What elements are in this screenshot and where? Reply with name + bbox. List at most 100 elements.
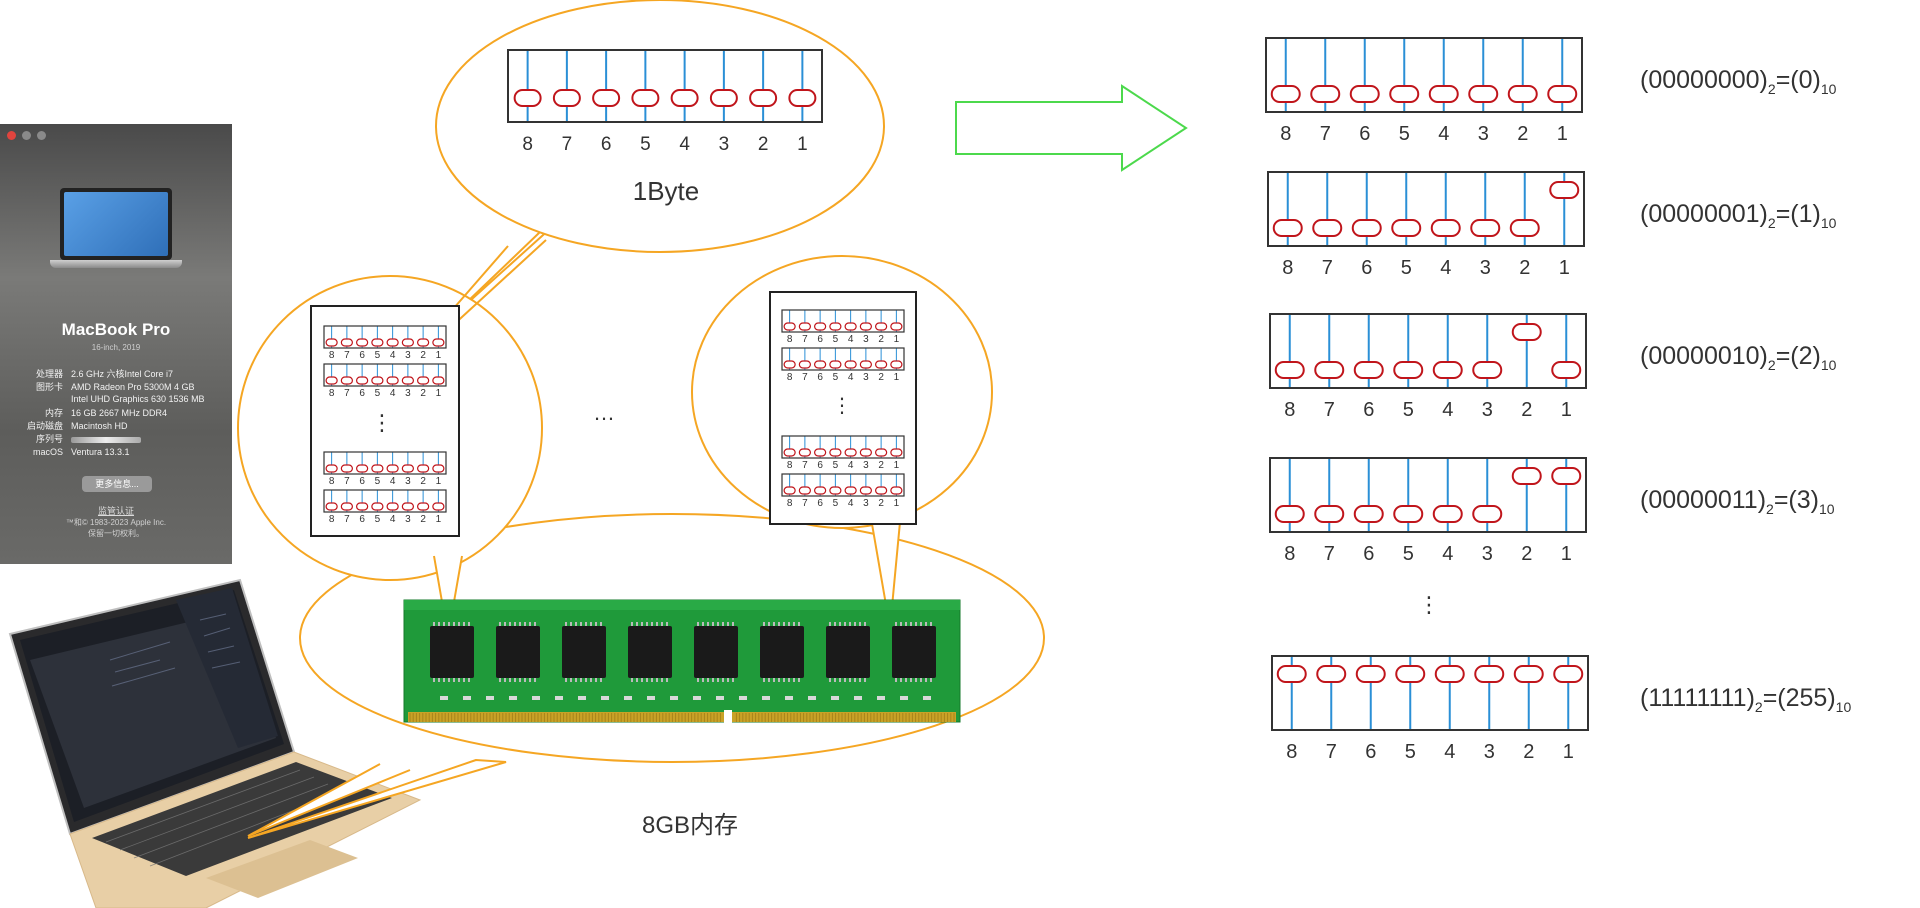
bead-off xyxy=(890,322,903,331)
bead-off xyxy=(356,464,369,473)
bead-off xyxy=(417,502,430,511)
bead-off xyxy=(829,448,842,457)
bit-position-label: 5 xyxy=(375,476,381,487)
minimize-icon[interactable] xyxy=(22,131,31,140)
memory-chip xyxy=(892,626,936,678)
bead-off xyxy=(814,448,827,457)
bit-position-label: 3 xyxy=(1482,399,1493,421)
bit-position-label: 4 xyxy=(848,498,854,509)
bead-off xyxy=(1393,505,1424,523)
bead-off xyxy=(1432,505,1463,523)
bit-position-label: 2 xyxy=(878,372,884,383)
bead-off xyxy=(401,502,414,511)
bead-off xyxy=(1272,219,1303,237)
bit-position-label: 1 xyxy=(436,514,442,525)
bit-position-label: 6 xyxy=(359,476,365,487)
bit-position-label: 4 xyxy=(1444,741,1455,763)
bead-off xyxy=(1428,85,1459,103)
bit-position-label: 4 xyxy=(390,350,396,361)
bit-position-label: 7 xyxy=(802,498,808,509)
bit-position-label: 6 xyxy=(1363,399,1374,421)
bit-position-label: 5 xyxy=(1401,257,1412,279)
bead-off xyxy=(1274,361,1305,379)
bead-off xyxy=(814,486,827,495)
bit-position-label: 3 xyxy=(1482,543,1493,565)
bead-off xyxy=(631,89,660,107)
bead-off xyxy=(844,322,857,331)
bit-position-label: 3 xyxy=(1480,257,1491,279)
bead-off xyxy=(1509,219,1540,237)
bit-position-label: 2 xyxy=(1521,543,1532,565)
bead-off xyxy=(875,486,888,495)
abacus-frame xyxy=(781,435,905,459)
conversion-equation: (00000011)2=(3)10 xyxy=(1640,486,1835,517)
abacus-frame xyxy=(1271,655,1589,731)
abacus-frame xyxy=(781,309,905,333)
bead-off xyxy=(875,360,888,369)
model-name: MacBook Pro xyxy=(61,320,171,339)
spec-key: 序列号 xyxy=(35,434,63,444)
bit-position-label: 7 xyxy=(344,388,350,399)
zoom-icon[interactable] xyxy=(37,131,46,140)
bead-off xyxy=(432,502,445,511)
bit-position-label: 6 xyxy=(359,514,365,525)
bit-position-label: 8 xyxy=(1282,257,1293,279)
abacus-frame xyxy=(1267,171,1585,247)
bit-position-label: 3 xyxy=(405,476,411,487)
bit-position-label: 2 xyxy=(420,388,426,399)
bead-on xyxy=(1395,665,1426,683)
byte-label: 1Byte xyxy=(633,176,700,206)
close-icon[interactable] xyxy=(7,131,16,140)
bead-off xyxy=(552,89,581,107)
bit-position-label: 8 xyxy=(1284,543,1295,565)
copyright-line: ™和© 1983-2023 Apple Inc. xyxy=(65,518,167,527)
bead-off xyxy=(890,486,903,495)
bead-on xyxy=(1434,665,1465,683)
bead-on xyxy=(1276,665,1307,683)
bead-off xyxy=(798,360,811,369)
bead-off xyxy=(432,338,445,347)
vertical-ellipsis: ⋮ xyxy=(832,393,852,417)
abacus-frame xyxy=(323,489,447,513)
abacus-frame xyxy=(1269,313,1587,389)
bit-position-label: 1 xyxy=(1563,741,1574,763)
bead-off xyxy=(371,338,384,347)
bead-off xyxy=(1270,85,1301,103)
bit-position-label: 7 xyxy=(344,476,350,487)
spec-key: 处理器 xyxy=(35,369,63,379)
memory-chip xyxy=(826,626,870,678)
about-this-mac-panel: MacBook Pro 16-inch, 2019 处理器 2.6 GHz 六核… xyxy=(0,124,232,564)
bead-off xyxy=(783,448,796,457)
bead-off xyxy=(1314,361,1345,379)
bit-position-label: 6 xyxy=(817,460,823,471)
bit-position-label: 5 xyxy=(833,498,839,509)
bead-off xyxy=(875,322,888,331)
regulatory-link[interactable]: 监管认证 xyxy=(97,506,134,516)
bead-off xyxy=(875,448,888,457)
abacus-frame xyxy=(323,451,447,475)
bit-position-label: 4 xyxy=(848,372,854,383)
abacus-frame xyxy=(1265,37,1583,113)
bit-position-label: 5 xyxy=(1403,543,1414,565)
bead-off xyxy=(829,486,842,495)
bead-off xyxy=(417,376,430,385)
bead-off xyxy=(386,502,399,511)
bead-off xyxy=(325,376,338,385)
bit-position-label: 8 xyxy=(329,514,335,525)
arrow-right-icon xyxy=(955,84,1188,172)
bead-off xyxy=(1472,361,1503,379)
bead-off xyxy=(783,360,796,369)
bubble-tail xyxy=(247,763,411,837)
bit-position-label: 3 xyxy=(405,388,411,399)
bead-off xyxy=(371,376,384,385)
spec-value: Intel UHD Graphics 630 1536 MB xyxy=(71,394,205,404)
bit-position-label: 5 xyxy=(833,334,839,345)
bit-position-label: 8 xyxy=(1284,399,1295,421)
memory-chip xyxy=(562,626,606,678)
laptop-icon xyxy=(50,188,182,272)
more-info-button[interactable]: 更多信息... xyxy=(82,476,152,492)
spec-key: 图形卡 xyxy=(35,382,63,392)
